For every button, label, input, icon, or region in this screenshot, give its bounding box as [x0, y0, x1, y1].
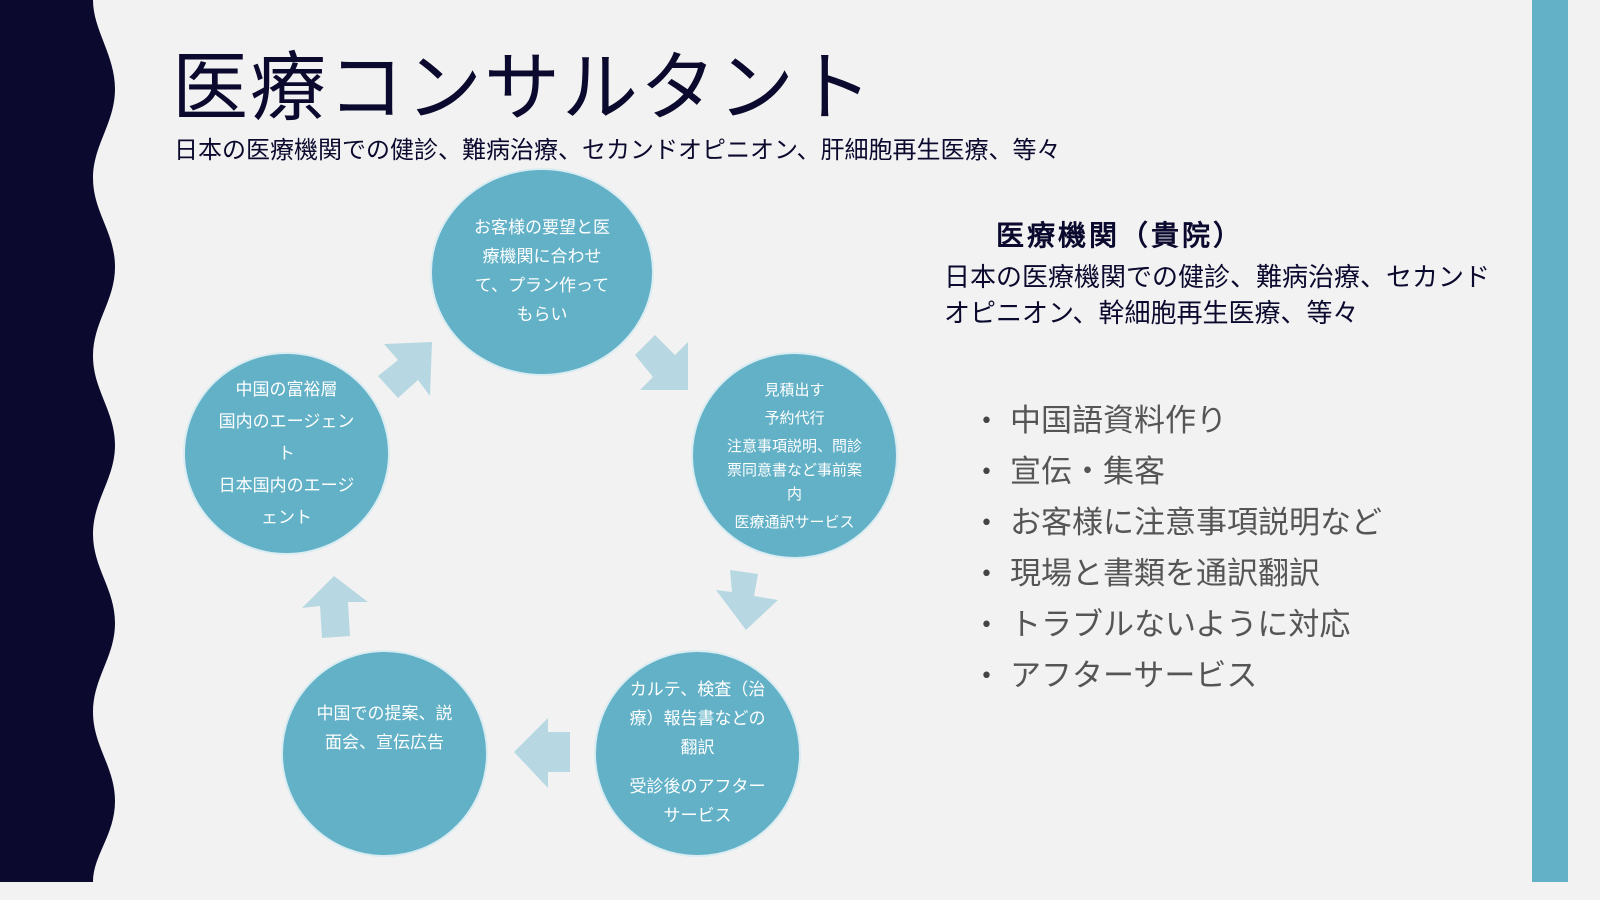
list-item: • お客様に注意事項説明など — [980, 498, 1382, 549]
step-text: 予約代行 — [764, 408, 825, 427]
list-item-text: アフターサービス — [1010, 658, 1258, 694]
bullet-icon: • — [980, 460, 993, 485]
step-text: 中国の富裕層 — [235, 379, 338, 400]
list-item: • アフターサービス — [980, 651, 1382, 702]
step-text: お客様の要望と医療機関に合わせて、プラン作ってもらい — [474, 218, 610, 325]
service-list: • 中国語資料作り • 宣伝・集客 • お客様に注意事項説明など • 現場と書類を通訳翻… — [980, 396, 1382, 702]
arrow-top-right — [635, 335, 688, 390]
panel-heading: 医療機関（貴院） — [996, 219, 1245, 252]
arrow-right-down — [716, 570, 778, 630]
bullet-icon: • — [980, 511, 993, 536]
cycle-step-clients: 中国の富裕層 国内のエージェント 日本国内のエージェント — [183, 352, 390, 555]
step-text: 見積出す — [764, 380, 825, 399]
cycle-step-estimate: 見積出す 予約代行 注意事項説明、問診票同意書など事前案内 医療通訳サービス — [691, 352, 898, 559]
list-item: • 宣伝・集客 — [980, 447, 1382, 498]
page-subtitle: 日本の医療機関での健診、難病治療、セカンドオピニオン、肝細胞再生医療、等々 — [174, 136, 1061, 164]
step-text: 受診後のアフターサービス — [629, 777, 766, 826]
arrow-up-right — [378, 342, 432, 398]
list-item-text: トラブルないように対応 — [1010, 607, 1351, 643]
cycle-step-translation: カルテ、検査（治療）報告書などの翻訳 受診後のアフターサービス — [594, 650, 801, 857]
step-text: 医療通訳サービス — [734, 512, 855, 531]
bullet-icon: • — [980, 664, 993, 689]
bullet-icon: • — [980, 409, 993, 434]
step-text: 中国での提案、説面会、宣伝広告 — [316, 704, 453, 753]
arrow-left-up — [302, 576, 368, 638]
list-item-text: 宣伝・集客 — [1010, 454, 1165, 490]
list-item-text: 中国語資料作り — [1010, 403, 1227, 439]
arrow-bottom-left — [514, 718, 570, 788]
step-text: 日本国内のエージェント — [218, 475, 355, 528]
right-accent-bar — [1532, 0, 1568, 882]
bullet-icon: • — [980, 562, 993, 587]
cycle-step-plan: お客様の要望と医療機関に合わせて、プラン作ってもらい — [430, 168, 654, 376]
panel-description: 日本の医療機関での健診、難病治療、セカンドオピニオン、幹細胞再生医療、等々 — [944, 263, 1491, 329]
step-text: 国内のエージェント — [218, 411, 355, 464]
list-item: • 中国語資料作り — [980, 396, 1382, 447]
list-item: • トラブルないように対応 — [980, 600, 1382, 651]
page-title: 医療コンサルタント — [172, 43, 874, 132]
step-text: カルテ、検査（治療）報告書などの翻訳 — [629, 680, 766, 758]
cycle-step-promotion: 中国での提案、説面会、宣伝広告 — [281, 650, 488, 857]
list-item-text: 現場と書類を通訳翻訳 — [1010, 556, 1320, 592]
step-text: 注意事項説明、問診票同意書など事前案内 — [726, 436, 862, 503]
list-item-text: お客様に注意事項説明など — [1010, 505, 1382, 541]
bullet-icon: • — [980, 613, 993, 638]
wave-side-band — [0, 0, 115, 882]
list-item: • 現場と書類を通訳翻訳 — [980, 549, 1382, 600]
